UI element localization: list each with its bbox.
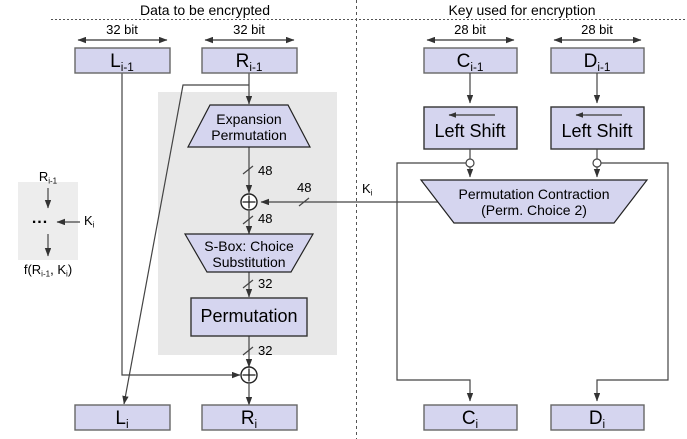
label-permutation: Permutation	[200, 306, 298, 326]
label-sub: i	[254, 417, 258, 431]
label-permutation-contraction: Permutation Contraction (Perm. Choice 2)	[419, 186, 649, 218]
label-suffix: )	[67, 262, 73, 277]
box-d-next[interactable]	[550, 404, 645, 431]
label-sub: i	[475, 417, 479, 431]
bit-label-r-prev: 32 bit	[233, 22, 265, 37]
bit-label-l-prev: 32 bit	[106, 22, 138, 37]
label-line-2: (Perm. Choice 2)	[481, 202, 587, 218]
label-base: D	[588, 408, 603, 429]
box-r-next[interactable]	[201, 404, 298, 431]
junction-dot-c	[465, 158, 475, 168]
wire-label-xor-out: 48	[258, 211, 273, 226]
tick-expansion-out	[242, 165, 254, 175]
permutation-shape[interactable]	[190, 297, 308, 337]
permutation-contraction-shape[interactable]	[419, 179, 649, 224]
label-base: K	[84, 213, 93, 228]
junction-dot-d	[592, 158, 602, 168]
legend-input-label: Ri-1	[39, 170, 57, 186]
label-sub: i-1	[120, 60, 134, 74]
label-box-d-next: Di	[589, 409, 605, 431]
tick-xor-out	[242, 215, 254, 225]
label-base: D	[583, 51, 598, 72]
label-base: L	[110, 51, 121, 72]
tick-perm-out	[242, 346, 254, 356]
box-l-prev[interactable]	[74, 47, 171, 74]
label-box-r-prev: Ri-1	[236, 52, 263, 74]
wire-junction-d-to-dnext	[593, 162, 669, 402]
wire-label-expansion-out: 48	[258, 163, 273, 178]
label-left-shift-d: Left Shift	[561, 121, 633, 141]
label-left-shift-c: Left Shift	[434, 121, 506, 141]
box-c-next[interactable]	[423, 404, 518, 431]
label-box-d-prev: Di-1	[584, 52, 611, 74]
label-base: L	[115, 408, 126, 429]
label-box-c-prev: Ci-1	[457, 52, 484, 74]
label-line-1: Permutation Contraction	[458, 186, 610, 202]
label-base: K	[362, 181, 371, 196]
label-sub: i-1	[249, 60, 263, 74]
label-base: C	[456, 51, 471, 72]
sbox-shape[interactable]	[183, 233, 315, 273]
wire-label-key-in: 48	[297, 180, 312, 195]
label-base: R	[240, 408, 255, 429]
wire-label-sbox-out: 32	[258, 276, 273, 291]
label-prefix: f(R	[23, 262, 42, 277]
label-sub: i-1	[470, 60, 484, 74]
label-sub: i-1	[48, 176, 58, 186]
tick-sbox-out	[242, 279, 254, 289]
label-base: C	[461, 408, 476, 429]
tick-subkey	[298, 197, 310, 207]
label-sub-1: i-1	[41, 269, 51, 279]
wire-label-subkey: Ki	[362, 182, 372, 198]
header-right: Key used for encryption	[448, 2, 596, 18]
label-line-1: Expansion	[216, 111, 282, 127]
label-box-c-next: Ci	[462, 409, 478, 431]
wire-rprev-to-lnext	[122, 84, 249, 405]
label-sub: i-1	[597, 60, 611, 74]
legend-key-label: Ki	[84, 214, 94, 230]
label-sub: i	[370, 188, 373, 198]
label-mid: , K	[50, 262, 67, 277]
expansion-permutation-shape[interactable]	[187, 104, 311, 148]
bit-label-c-prev: 28 bit	[454, 22, 486, 37]
label-box-l-prev: Li-1	[110, 52, 134, 74]
box-r-prev[interactable]	[201, 47, 298, 74]
legend-output-label: f(Ri-1, Ki)	[24, 263, 72, 279]
label-base: R	[235, 51, 250, 72]
label-sub: i	[602, 417, 606, 431]
wire-junction-c-to-cnext	[396, 162, 474, 402]
header-left: Data to be encrypted	[140, 2, 270, 18]
label-sbox: S-Box: Choice Substitution	[184, 238, 314, 270]
label-base: R	[38, 169, 49, 184]
label-box-l-next: Li	[115, 409, 128, 431]
label-line-1: S-Box: Choice	[204, 238, 294, 254]
bit-label-d-prev: 28 bit	[581, 22, 613, 37]
label-expansion-permutation: Expansion Permutation	[189, 111, 309, 143]
left-shift-box-c[interactable]	[423, 106, 518, 150]
label-sub: i	[125, 417, 129, 431]
wire-lprev-to-xor2	[121, 73, 241, 379]
legend-dots: ...	[31, 210, 49, 227]
box-l-next[interactable]	[74, 404, 171, 431]
label-line-2: Substitution	[212, 254, 286, 270]
wire-label-perm-out: 32	[258, 343, 273, 358]
label-sub-2: i	[66, 269, 68, 279]
label-line-2: Permutation	[211, 127, 287, 143]
label-sub: i	[92, 220, 95, 230]
label-box-r-next: Ri	[241, 409, 257, 431]
